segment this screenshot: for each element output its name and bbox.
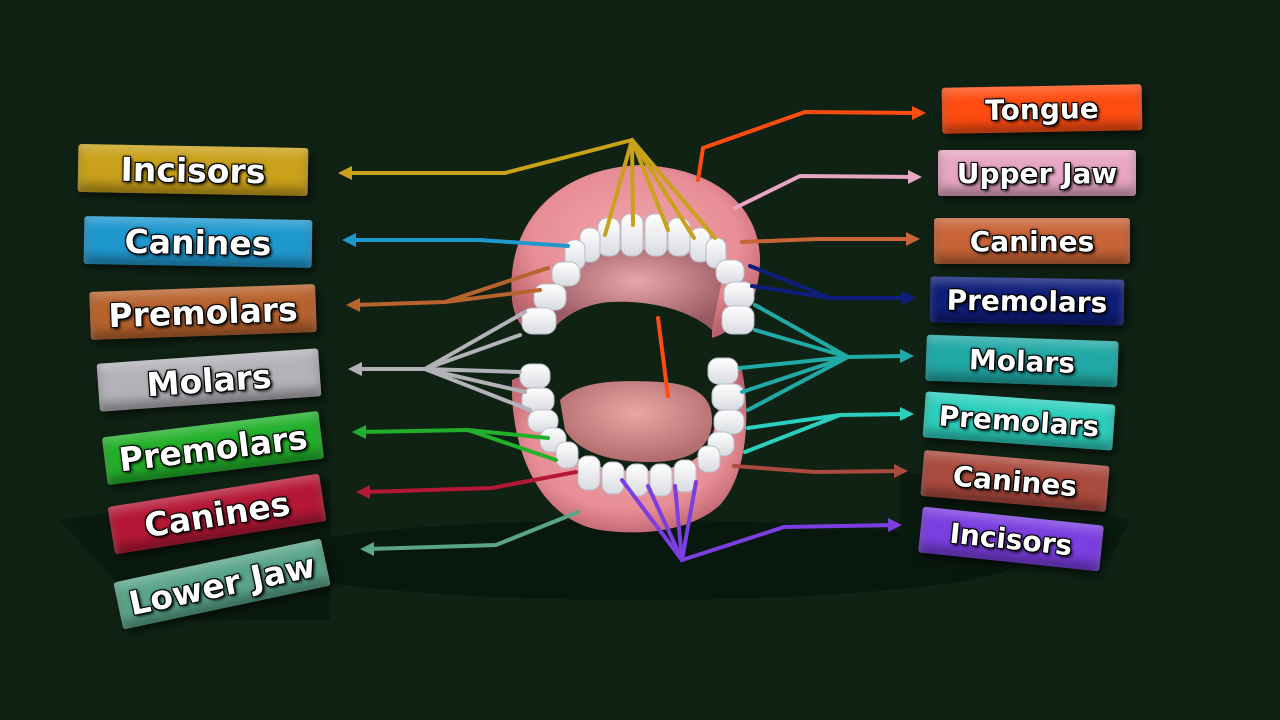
arrowhead-canines-left (342, 233, 356, 247)
label-text: Premolars (937, 398, 1101, 444)
label-text: Premolars (946, 283, 1108, 319)
molars-right-line (846, 354, 908, 359)
label-text: Canines (951, 459, 1079, 503)
tongue-line (696, 109, 920, 182)
canines-lower-left-line (362, 470, 578, 494)
arrowhead-canines-right (906, 232, 920, 246)
label-text: Molars (968, 342, 1076, 380)
label-text: Incisors (120, 149, 266, 191)
label-text: Canines (124, 221, 272, 263)
canines-right-line (740, 237, 914, 244)
leader-lines-left (344, 138, 717, 551)
tongue-pointer-line (656, 316, 670, 398)
arrowhead-molars-right (900, 349, 914, 363)
arrowhead-premolars-lower-right (900, 407, 914, 421)
label-premolars-left: Premolars (89, 284, 317, 340)
label-incisors-left: Incisors (77, 143, 309, 197)
canines-lower-right-line (732, 464, 902, 475)
label-canines-right: Canines (934, 218, 1130, 264)
arrowhead-premolars-lower-left (352, 425, 366, 439)
arrowhead-premolars-left (346, 298, 360, 312)
upper-jaw-line (733, 173, 916, 210)
arrowheads (338, 106, 926, 556)
arrowhead-upper-jaw (908, 170, 922, 184)
label-molars-right: Molars (925, 334, 1119, 388)
incisors-left-line (344, 138, 634, 175)
arrowhead-molars-left (348, 362, 362, 376)
label-text: Tongue (984, 91, 1100, 127)
label-premolars-right: Premolars (929, 276, 1125, 326)
canines-left-line (348, 238, 570, 248)
label-text: Canines (969, 224, 1095, 258)
label-canines-left: Canines (83, 216, 313, 268)
label-tongue: Tongue (941, 84, 1143, 134)
arrowhead-canines-lower-left (356, 485, 370, 499)
incisors-lower-line (680, 523, 896, 562)
label-upper-jaw: Upper Jaw (938, 150, 1136, 196)
lower-jaw-line (366, 510, 580, 551)
premolars-right-line (748, 264, 910, 300)
label-text: Upper Jaw (956, 156, 1118, 190)
arrowhead-incisors-left (338, 166, 352, 180)
label-text: Incisors (948, 516, 1074, 562)
arrowhead-lower-jaw (360, 542, 374, 556)
label-text: Premolars (107, 289, 299, 335)
arrowhead-incisors-lower (888, 518, 902, 532)
label-text: Molars (145, 356, 273, 404)
leader-lines-right (620, 109, 920, 562)
arrowhead-premolars-right (902, 291, 916, 305)
lower-teeth (519, 357, 745, 497)
arrowhead-canines-lower-right (894, 464, 908, 478)
arrowhead-tongue (912, 106, 926, 120)
